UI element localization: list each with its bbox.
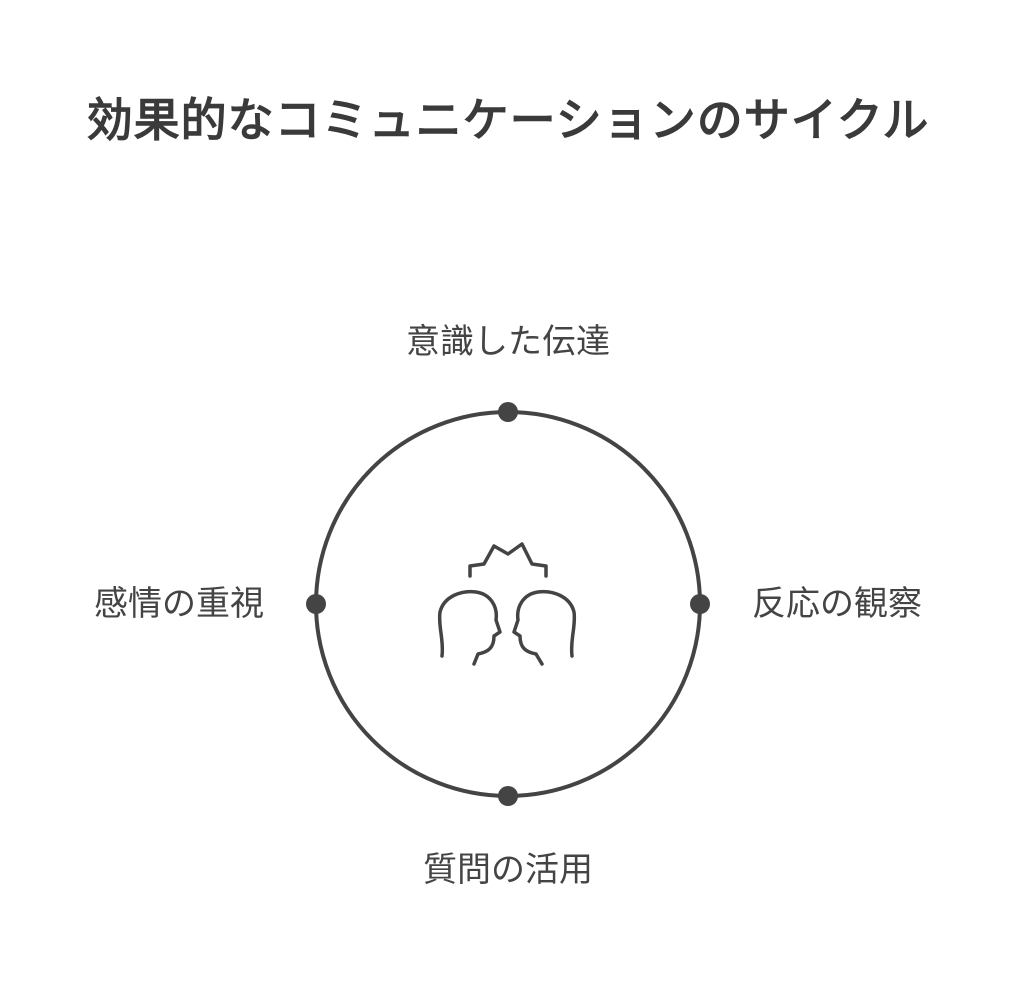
node-dot-right bbox=[690, 594, 710, 614]
left-head-icon bbox=[437, 589, 502, 666]
node-label-use-questions: 質問の活用 bbox=[423, 850, 593, 890]
node-dot-left bbox=[306, 594, 326, 614]
two-heads-conversation-icon bbox=[437, 542, 577, 666]
node-dot-top bbox=[498, 402, 518, 422]
node-dot-bottom bbox=[498, 786, 518, 806]
cycle-ring bbox=[314, 410, 702, 798]
right-head-icon bbox=[512, 589, 577, 666]
diagram-title: 効果的なコミュニケーションのサイクル bbox=[86, 93, 930, 147]
node-label-observe-reactions: 反応の観察 bbox=[752, 584, 922, 624]
node-label-value-emotions: 感情の重視 bbox=[94, 584, 264, 624]
node-label-conscious-communication: 意識した伝達 bbox=[406, 322, 610, 362]
spark-icon bbox=[468, 542, 548, 578]
